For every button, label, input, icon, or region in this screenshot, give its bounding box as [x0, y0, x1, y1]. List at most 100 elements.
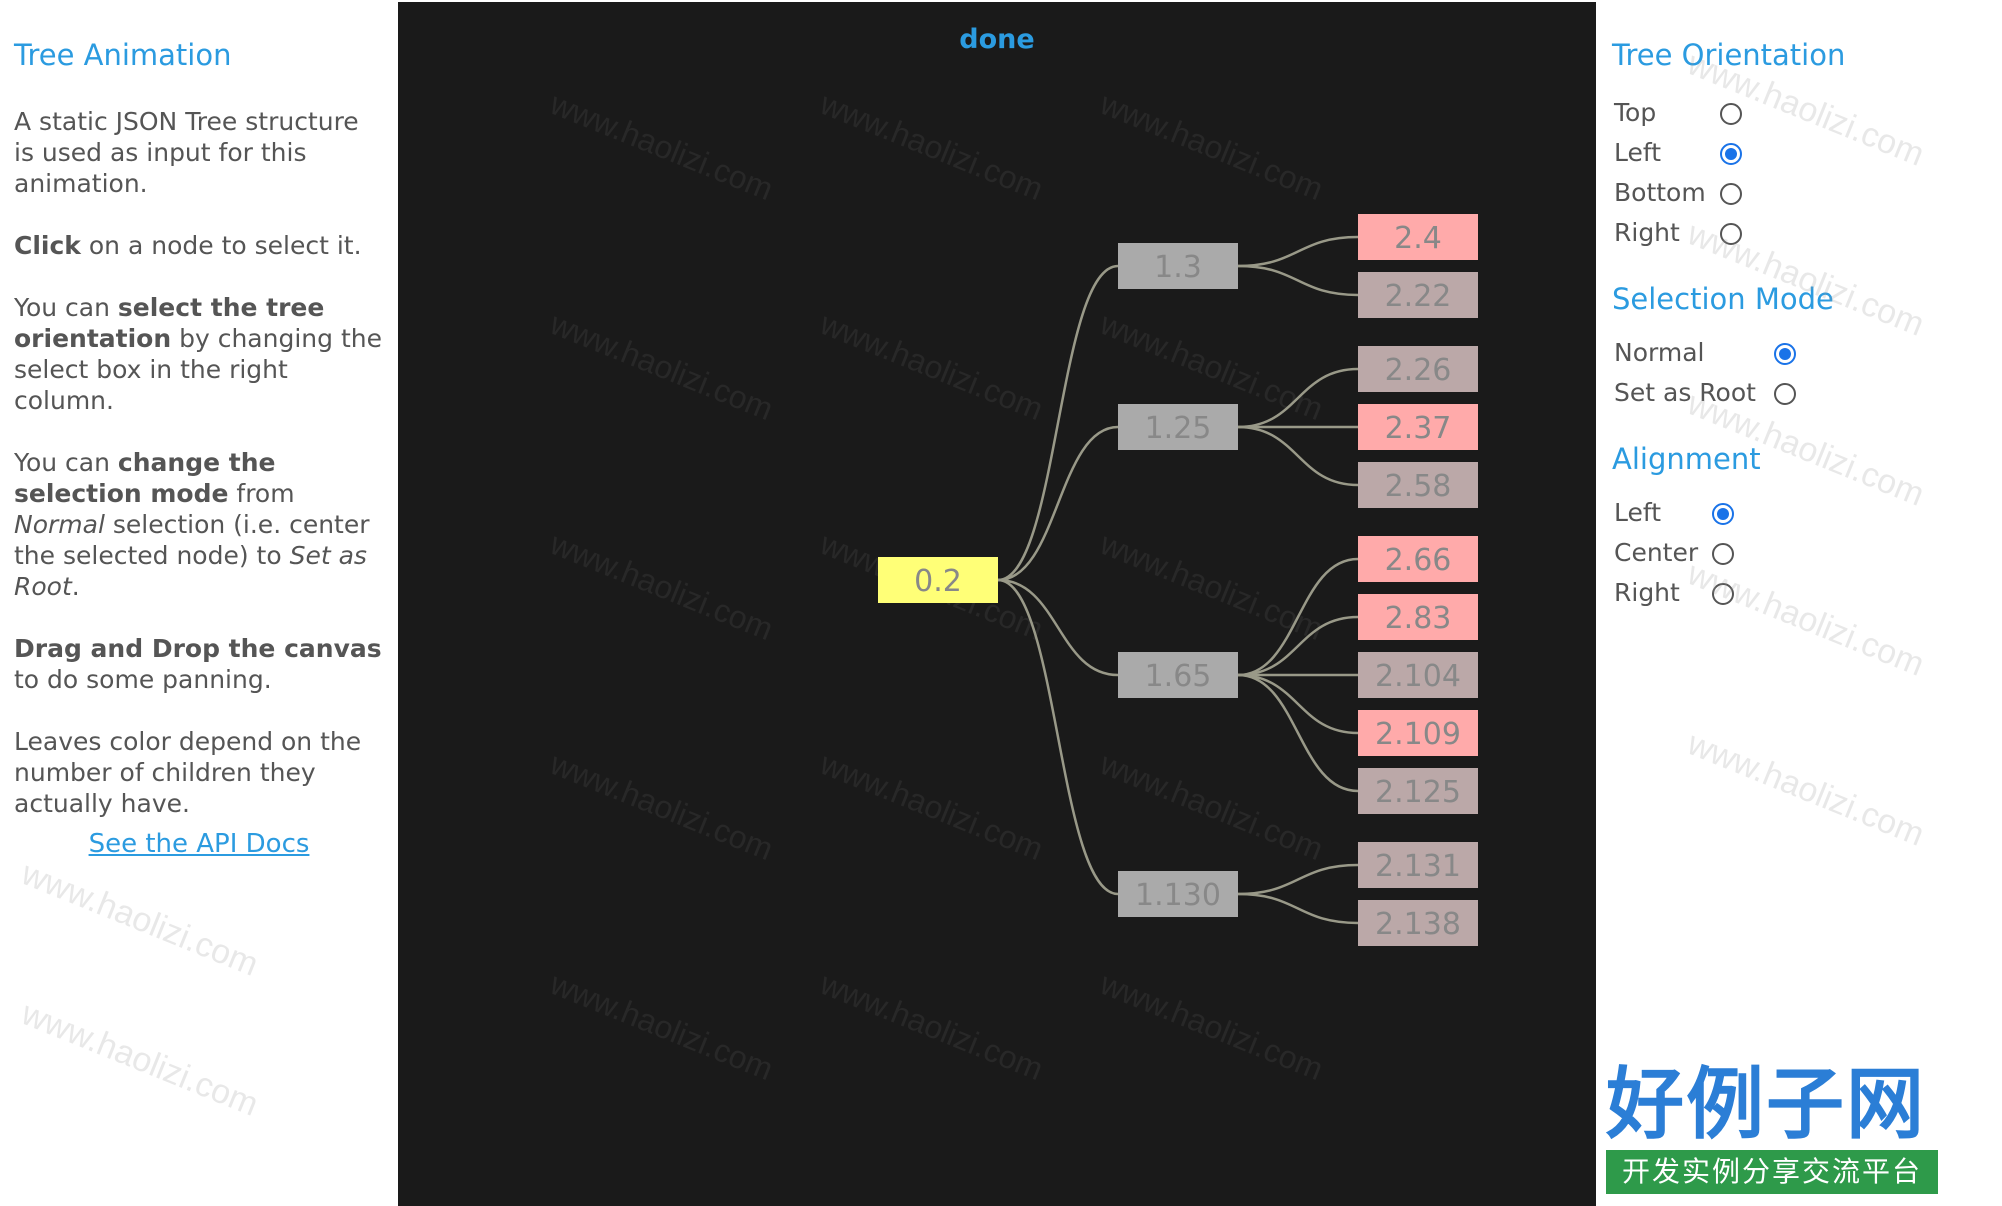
tree-node-box[interactable] — [1118, 871, 1238, 917]
tree-node-1-65[interactable]: 1.65 — [1118, 652, 1238, 698]
tree-node-box[interactable] — [1118, 652, 1238, 698]
orientation-option-bottom[interactable]: Bottom — [1614, 172, 1756, 212]
alignment-radio-center[interactable] — [1712, 542, 1735, 565]
tree-node-box[interactable] — [1358, 594, 1478, 640]
tree-node-2-26[interactable]: 2.26 — [1358, 346, 1478, 392]
api-docs-link[interactable]: See the API Docs — [88, 829, 310, 859]
tree-node-2-4[interactable]: 2.4 — [1358, 214, 1478, 260]
tree-node-0-2[interactable]: 0.2 — [878, 557, 998, 603]
tree-node-label: 1.65 — [1145, 659, 1212, 694]
tree-node-box[interactable] — [1358, 214, 1478, 260]
tree-node-label: 2.125 — [1375, 775, 1461, 810]
tree-node-label: 1.3 — [1154, 250, 1202, 285]
orientation-radio-top[interactable] — [1719, 102, 1742, 125]
tree-node-box[interactable] — [878, 557, 998, 603]
alignment-title: Alignment — [1612, 442, 1761, 476]
selection-hint-a: You can — [14, 448, 118, 477]
watermark: www.haolizi.com — [814, 85, 1048, 207]
tree-node-2-37[interactable]: 2.37 — [1358, 404, 1478, 450]
orientation-radio-right[interactable] — [1719, 222, 1742, 245]
selection-hint-d: . — [71, 572, 80, 601]
tree-node-box[interactable] — [1118, 243, 1238, 289]
orientation-option-left[interactable]: Left — [1614, 132, 1756, 172]
tree-node-box[interactable] — [1358, 768, 1478, 814]
tree-node-box[interactable] — [1358, 272, 1478, 318]
tree-canvas[interactable]: www.haolizi.com www.haolizi.com www.haoliz… — [398, 2, 1596, 1206]
tree-node-2-104[interactable]: 2.104 — [1358, 652, 1478, 698]
tree-node-2-58[interactable]: 2.58 — [1358, 462, 1478, 508]
selection-hint-normal: Normal — [14, 510, 105, 539]
selection-option-set-as-root[interactable]: Set as Root — [1614, 372, 1810, 412]
tree-edge — [1237, 673, 1359, 793]
alignment-radio-right[interactable] — [1712, 582, 1735, 605]
orientation-option-right[interactable]: Right — [1614, 212, 1756, 252]
orientation-option-top[interactable]: Top — [1614, 92, 1756, 132]
option-label: Top — [1614, 97, 1657, 127]
logo-main-text: 好例子网 — [1606, 1059, 1927, 1150]
tree-node-box[interactable] — [1118, 404, 1238, 450]
watermark: www.haolizi.com — [544, 745, 778, 867]
selection-hint-b: from — [228, 479, 295, 508]
option-label: Right — [1614, 217, 1680, 247]
tree-node-1-25[interactable]: 1.25 — [1118, 404, 1238, 450]
option-label: Left — [1614, 497, 1662, 527]
tree-node-label: 0.2 — [914, 564, 962, 599]
tree-node-2-125[interactable]: 2.125 — [1358, 768, 1478, 814]
tree-node-label: 1.130 — [1135, 878, 1221, 913]
tree-node-2-138[interactable]: 2.138 — [1358, 900, 1478, 946]
alignment-option-center[interactable]: Center — [1614, 532, 1748, 572]
tree-node-box[interactable] — [1358, 536, 1478, 582]
tree-node-box[interactable] — [1358, 842, 1478, 888]
tree-edge — [1237, 615, 1359, 677]
watermark: www.haolizi.com — [1094, 965, 1328, 1087]
tree-edge — [1237, 557, 1359, 677]
orientation-hint-bold: select the tree orientation — [14, 293, 325, 353]
alignment-option-right[interactable]: Right — [1614, 572, 1748, 612]
site-logo: 好例子网 开发实例分享交流平台 — [1606, 1060, 1938, 1194]
tree-node-1-130[interactable]: 1.130 — [1118, 871, 1238, 917]
tree-diagram[interactable]: www.haolizi.com www.haolizi.com www.haoliz… — [398, 2, 1596, 1206]
alignment-radio-left[interactable] — [1712, 502, 1735, 525]
selection-option-normal[interactable]: Normal — [1614, 332, 1810, 372]
panel-title: Tree Animation — [14, 38, 232, 72]
tree-node-box[interactable] — [1358, 900, 1478, 946]
option-label: Set as Root — [1614, 377, 1756, 407]
tree-node-2-83[interactable]: 2.83 — [1358, 594, 1478, 640]
selection-mode-options: Normal Set as Root — [1614, 332, 1810, 412]
watermark: www.haolizi.com — [544, 525, 778, 647]
tree-edge — [997, 425, 1119, 582]
tree-node-label: 2.26 — [1385, 353, 1452, 388]
tree-edge — [997, 578, 1119, 677]
tree-node-box[interactable] — [1358, 404, 1478, 450]
tree-node-label: 2.104 — [1375, 659, 1461, 694]
tree-node-2-109[interactable]: 2.109 — [1358, 710, 1478, 756]
tree-node-2-131[interactable]: 2.131 — [1358, 842, 1478, 888]
orientation-title: Tree Orientation — [1612, 38, 1846, 72]
tree-node-box[interactable] — [1358, 652, 1478, 698]
selection-hint-setroot: Set as Root — [14, 541, 367, 601]
alignment-option-left[interactable]: Left — [1614, 492, 1748, 532]
tree-edge — [1237, 863, 1359, 896]
tree-node-label: 2.138 — [1375, 907, 1461, 942]
option-label: Normal — [1614, 337, 1705, 367]
tree-node-1-3[interactable]: 1.3 — [1118, 243, 1238, 289]
orientation-radio-bottom[interactable] — [1719, 182, 1742, 205]
tree-edge — [1237, 367, 1359, 429]
click-hint-bold: Click — [14, 231, 81, 260]
tree-edge — [997, 578, 1119, 896]
click-hint-text: on a node to select it. — [80, 231, 362, 260]
logo-sub-text: 开发实例分享交流平台 — [1606, 1150, 1938, 1194]
watermark: www.haolizi.com — [814, 745, 1048, 867]
tree-node-box[interactable] — [1358, 710, 1478, 756]
tree-node-label: 2.58 — [1385, 469, 1452, 504]
selection-radio-set-as-root[interactable] — [1774, 382, 1797, 405]
tree-node-label: 2.37 — [1385, 411, 1452, 446]
tree-node-box[interactable] — [1358, 462, 1478, 508]
orientation-radio-left[interactable] — [1719, 142, 1742, 165]
tree-node-2-22[interactable]: 2.22 — [1358, 272, 1478, 318]
tree-node-box[interactable] — [1358, 346, 1478, 392]
orientation-options: Top Left Bottom Right — [1614, 92, 1756, 252]
selection-radio-normal[interactable] — [1774, 342, 1797, 365]
click-hint: Click on a node to select it. — [14, 230, 384, 261]
tree-node-2-66[interactable]: 2.66 — [1358, 536, 1478, 582]
